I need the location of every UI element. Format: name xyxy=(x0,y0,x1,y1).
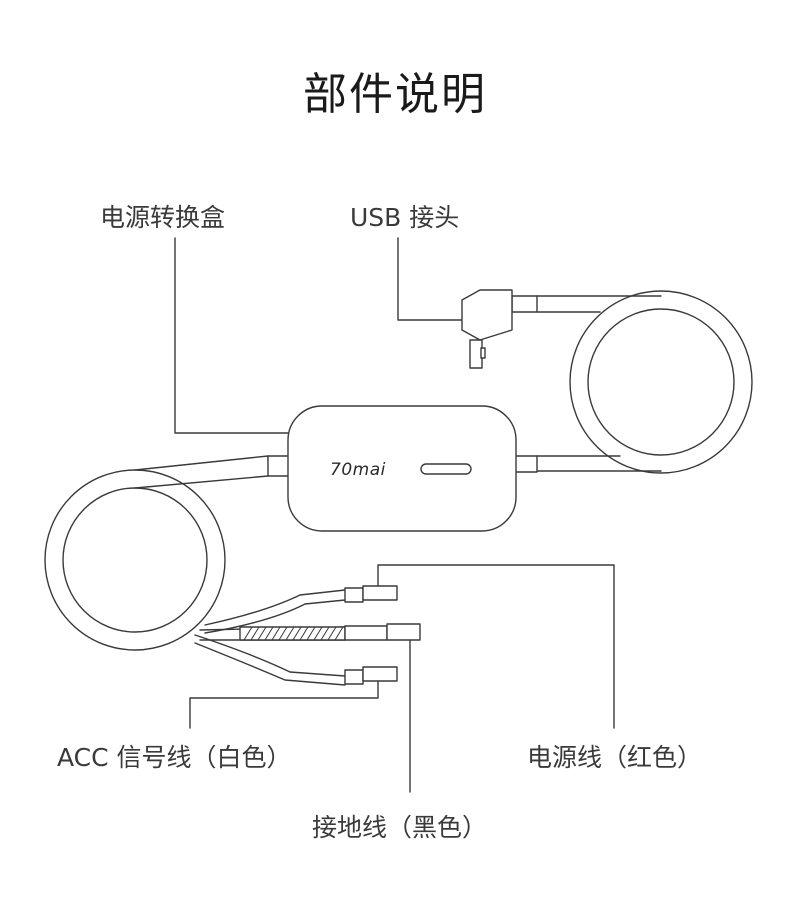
label-acc-wire: ACC 信号线（白色） xyxy=(57,743,292,772)
page-title: 部件说明 xyxy=(303,69,487,120)
right-strain-relief xyxy=(514,455,538,473)
power-converter-box xyxy=(287,405,517,532)
left-cable-coil xyxy=(44,455,269,651)
label-ground-wire: 接地线（黑色） xyxy=(312,813,488,842)
usb-connector xyxy=(461,289,538,369)
leader-power-wire xyxy=(377,564,615,729)
ground-wire-stripes xyxy=(243,626,344,641)
left-strain-relief xyxy=(267,455,291,477)
label-power-box: 电源转换盒 xyxy=(100,203,226,232)
indicator-slot xyxy=(420,463,472,475)
output-wires xyxy=(194,585,421,686)
leader-acc xyxy=(189,675,379,729)
right-cable-coil xyxy=(536,290,753,474)
label-power-wire: 电源线（红色） xyxy=(527,743,703,772)
leader-usb xyxy=(397,237,463,321)
label-usb-connector: USB 接头 xyxy=(350,203,460,232)
leader-power-box xyxy=(174,237,289,434)
brand-logo: 70mai xyxy=(330,460,386,480)
